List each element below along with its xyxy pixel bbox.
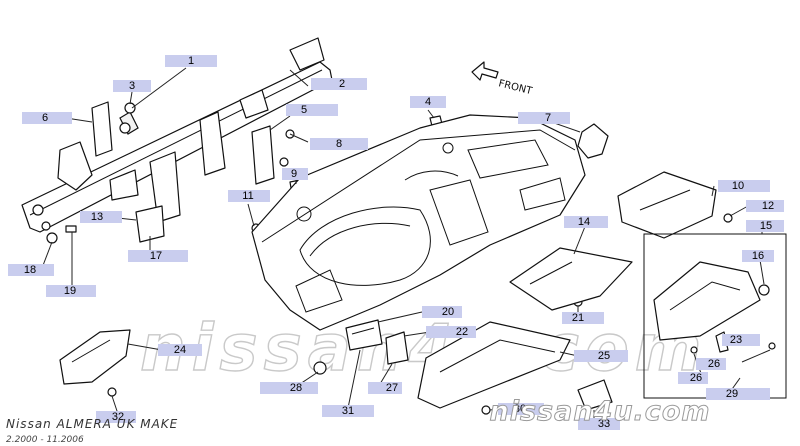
callout-29: 29 bbox=[726, 388, 738, 400]
side-bracket-drawing bbox=[251, 125, 275, 185]
callout-17: 17 bbox=[150, 250, 162, 262]
callout-24: 24 bbox=[174, 344, 186, 356]
callout-10: 10 bbox=[732, 180, 744, 192]
callout-11: 11 bbox=[242, 190, 253, 202]
callout-16: 16 bbox=[752, 250, 764, 262]
callout-28: 28 bbox=[290, 382, 302, 394]
footer-dates: 2.2000 - 11.2006 bbox=[6, 435, 84, 445]
glove-box-drawing bbox=[653, 261, 761, 341]
callout-1: 1 bbox=[188, 55, 194, 67]
callout-26a: 26 bbox=[708, 358, 720, 370]
instrument-panel-drawing bbox=[251, 114, 586, 331]
callout-8: 8 bbox=[336, 138, 342, 150]
front-arrow: FRONT bbox=[471, 61, 534, 97]
callout-27: 27 bbox=[386, 382, 398, 394]
side-clip-drawing bbox=[577, 379, 613, 411]
callout-9: 9 bbox=[291, 168, 297, 180]
under-cover-drawing bbox=[417, 321, 571, 409]
callout-14: 14 bbox=[578, 216, 590, 228]
callout-5: 5 bbox=[301, 104, 307, 116]
callout-23: 23 bbox=[730, 334, 742, 346]
footer-title: Nissan ALMERA UK MAKE bbox=[6, 417, 178, 431]
lower-finisher-drawing bbox=[59, 329, 131, 385]
callout-22: 22 bbox=[456, 326, 468, 338]
callout-21: 21 bbox=[572, 312, 584, 324]
callout-13: 13 bbox=[91, 211, 103, 223]
front-label: FRONT bbox=[497, 78, 534, 97]
callout-3: 3 bbox=[129, 80, 135, 92]
callout-4: 4 bbox=[425, 96, 431, 108]
callout-32: 32 bbox=[112, 411, 124, 423]
steering-member-drawing bbox=[21, 37, 333, 233]
callout-31: 31 bbox=[342, 405, 354, 417]
callout-6: 6 bbox=[42, 112, 48, 124]
callout-30: 30 bbox=[514, 403, 526, 415]
watermark-text: nissan4u.com bbox=[140, 312, 707, 386]
callout-15: 15 bbox=[760, 220, 772, 232]
callout-7: 7 bbox=[545, 112, 551, 124]
cover-drawing bbox=[385, 331, 409, 365]
switch-panel-drawing bbox=[345, 319, 383, 351]
callout-33: 33 bbox=[598, 418, 610, 430]
callout-20: 20 bbox=[442, 306, 454, 318]
callout-25: 25 bbox=[598, 350, 610, 362]
callout-19: 19 bbox=[64, 285, 76, 297]
callout-labels: 1 2 3 4 5 6 7 8 9 10 11 12 13 14 15 16 1… bbox=[8, 55, 784, 430]
cluster-lid-drawing bbox=[617, 171, 717, 239]
site-watermark: nissan4u.com bbox=[489, 396, 710, 427]
callout-18: 18 bbox=[24, 264, 36, 276]
callout-2: 2 bbox=[339, 78, 345, 90]
callout-12: 12 bbox=[762, 200, 774, 212]
side-vent-drawing bbox=[577, 123, 609, 159]
lower-tray-drawing bbox=[509, 247, 633, 311]
bracket-drawing bbox=[135, 205, 165, 243]
callout-26b: 26 bbox=[690, 372, 702, 384]
